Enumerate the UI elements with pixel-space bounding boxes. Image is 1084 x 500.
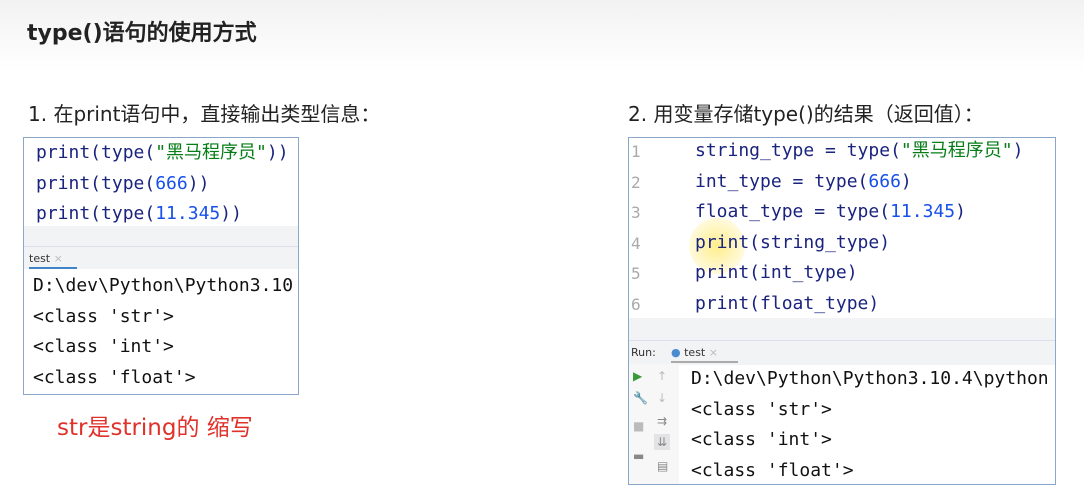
code-line: int_type = type(666) <box>695 167 1023 198</box>
code-token: 11.345 <box>155 203 221 224</box>
line-number: 1 <box>631 142 641 161</box>
tab-test[interactable]: test × <box>29 252 77 269</box>
code-token: string_type = type( <box>695 140 901 161</box>
console-output: D:\dev\Python\Python3.10.4\python <class … <box>691 364 1049 484</box>
arrow-up-icon[interactable]: ↑ <box>657 369 668 383</box>
code-token: print(type( <box>36 203 156 224</box>
output-line: <class 'str'> <box>33 305 174 327</box>
line-number: 2 <box>631 172 641 192</box>
note-text: str是string的 缩写 <box>57 415 253 441</box>
code-line: print(int_type) <box>695 258 1023 289</box>
code-line: print(float_type) <box>695 289 1023 320</box>
console-output: D:\dev\Python\Python3.10 <class 'str'> <cl… <box>33 271 293 393</box>
output-line: <class 'int'> <box>691 429 832 450</box>
code-token: ) <box>900 170 912 192</box>
page-title: type()语句的使用方式 <box>27 21 257 46</box>
left-heading: 1. 在print语句中，直接输出类型信息： <box>28 102 381 126</box>
wrench-icon[interactable]: 🔧 <box>633 391 648 405</box>
line-number: 5 <box>631 264 641 283</box>
code-token: 666 <box>155 172 188 194</box>
line-number: 4 <box>631 233 641 253</box>
code-token: ) <box>955 201 966 222</box>
output-line: D:\dev\Python\Python3.10 <box>33 275 294 296</box>
code-token: print(int_type) <box>695 262 858 283</box>
output-line: <class 'str'> <box>691 398 832 420</box>
code-token: "黑马程序员" <box>155 142 267 163</box>
scroll-end-icon[interactable]: ⇊ <box>654 434 671 450</box>
code-token: 11.345 <box>890 201 956 222</box>
close-icon[interactable]: × <box>708 346 718 359</box>
code-token: ) <box>1012 140 1024 161</box>
soft-wrap-icon[interactable]: ⇉ <box>657 414 668 428</box>
arrow-down-icon[interactable]: ↓ <box>657 391 668 405</box>
code-token: )) <box>266 142 289 163</box>
code-token: print(type( <box>36 142 156 163</box>
tab-test[interactable]: ● test × <box>671 346 738 363</box>
cursor-highlight <box>689 218 745 274</box>
code-token: 666 <box>868 170 901 192</box>
output-line: D:\dev\Python\Python3.10.4\python <box>691 368 1049 389</box>
code-token: int_type = type( <box>695 170 869 192</box>
layout-icon[interactable]: ▬ <box>633 449 645 463</box>
code-line: print(type(11.345)) <box>36 199 289 230</box>
code-token: float_type = type( <box>695 201 891 222</box>
right-heading: 2. 用变量存储type()的结果（返回值）： <box>628 102 984 126</box>
code-line: string_type = type("黑马程序员") <box>695 138 1024 167</box>
left-ide-panel: print(type("黑马程序员"))print(type(666))prin… <box>23 137 299 395</box>
code-token: print(float_type) <box>695 292 880 314</box>
header-bar <box>0 0 1084 72</box>
line-number: 6 <box>631 294 641 314</box>
code-token: )) <box>187 172 210 194</box>
run-label: Run: <box>631 346 656 359</box>
run-tab-bar: Run: ● test × <box>629 340 1055 365</box>
code-token: print(string_type) <box>695 231 891 253</box>
output-line: <class 'float'> <box>691 459 854 481</box>
code-token: )) <box>220 203 242 224</box>
code-editor[interactable]: print(type("黑马程序员"))print(type(666))prin… <box>36 138 289 230</box>
code-line: print(type("黑马程序员")) <box>36 138 289 169</box>
code-line: print(string_type) <box>695 228 1023 259</box>
code-token: "黑马程序员" <box>900 140 1013 161</box>
run-tab-bar: test × <box>24 246 298 269</box>
print-icon[interactable]: ▤ <box>657 459 669 473</box>
play-icon[interactable]: ▶ <box>633 369 643 383</box>
run-toolbar: ▶ 🔧 ■ ▬ ↑ ↓ ⇉ ⇊ ▤ <box>629 364 679 484</box>
python-icon: ● <box>671 346 681 359</box>
code-line: float_type = type(11.345) <box>695 197 1023 228</box>
output-line: <class 'float'> <box>33 366 196 388</box>
code-editor[interactable]: string_type = type("黑马程序员")int_type = ty… <box>695 138 1024 320</box>
line-number: 3 <box>631 203 641 222</box>
code-line: print(type(666)) <box>36 169 289 200</box>
code-token: print(type( <box>36 172 156 194</box>
stop-icon[interactable]: ■ <box>633 419 645 433</box>
output-line: <class 'int'> <box>33 336 174 357</box>
close-icon[interactable]: × <box>53 252 63 265</box>
